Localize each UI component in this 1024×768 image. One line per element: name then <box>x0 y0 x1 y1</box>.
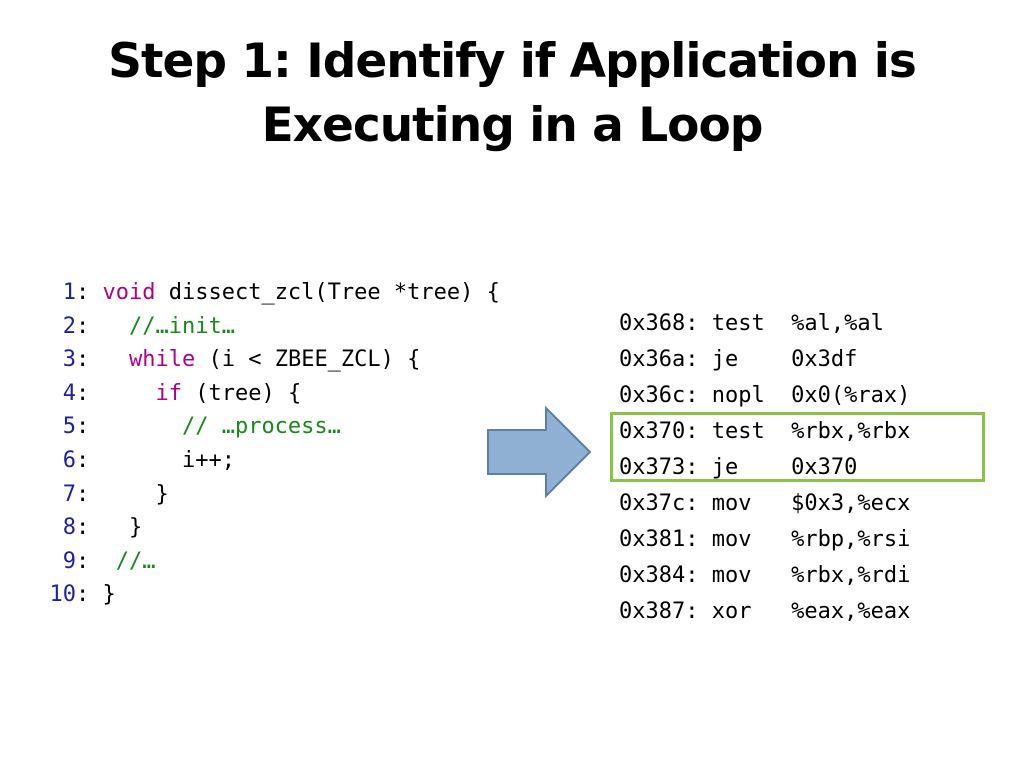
line-number: 4 <box>62 380 76 406</box>
line-number-separator: : <box>76 515 90 541</box>
line-number-separator: : <box>76 280 90 305</box>
loop-highlight-box <box>610 412 985 482</box>
assembly-listing: 0x368: test %al,%al 0x36a: je 0x3df 0x36c:… <box>619 306 910 630</box>
code-text <box>89 280 102 305</box>
code-line: 2: //…init… <box>40 310 500 344</box>
line-number: 3 <box>62 347 76 373</box>
code-text <box>89 549 116 574</box>
code-text: dissect_zcl(Tree *tree) { <box>155 280 500 305</box>
code-keyword: void <box>102 280 156 305</box>
code-text: } <box>89 481 169 507</box>
code-text <box>89 381 155 406</box>
line-number-separator: : <box>76 347 90 373</box>
code-line: 6: i++; <box>40 444 500 478</box>
right-arrow-icon <box>487 406 592 498</box>
line-number-separator: : <box>76 481 90 507</box>
code-keyword: while <box>129 347 196 373</box>
code-text <box>89 347 129 372</box>
line-number-separator: : <box>76 447 90 473</box>
line-number: 9 <box>62 548 76 574</box>
line-number-separator: : <box>76 313 90 339</box>
code-text: i++; <box>89 447 235 473</box>
code-comment: // …process… <box>181 414 341 440</box>
slide-title-line-1: Step 1: Identify if Application is <box>108 34 917 89</box>
code-text: (tree) { <box>181 380 302 406</box>
code-line: 9: //… <box>40 545 500 579</box>
code-text <box>89 414 182 439</box>
line-number-separator: : <box>76 548 90 574</box>
code-comment: //…init… <box>129 313 235 339</box>
code-line: 10: } <box>40 578 500 612</box>
line-number: 2 <box>62 313 76 339</box>
assembly-line: 0x36c: nopl 0x0(%rax) <box>619 383 911 408</box>
code-line: 3: while (i < ZBEE_ZCL) { <box>40 343 500 377</box>
code-text: (i < ZBEE_ZCL) { <box>195 347 421 373</box>
slide-title: Step 1: Identify if Application is Execu… <box>0 30 1024 158</box>
assembly-line: 0x370: test %rbx,%rbx <box>619 419 911 444</box>
assembly-line: 0x381: mov %rbp,%rsi <box>619 527 911 552</box>
code-line: 8: } <box>40 511 500 545</box>
code-text <box>89 314 129 339</box>
code-text: } <box>89 515 143 541</box>
code-line: 4: if (tree) { <box>40 377 500 411</box>
assembly-line: 0x387: xor %eax,%eax <box>619 599 911 624</box>
code-keyword: if <box>155 380 182 406</box>
line-number: 5 <box>62 414 76 440</box>
line-number: 10 <box>49 582 77 608</box>
assembly-line: 0x36a: je 0x3df <box>619 347 858 372</box>
line-number: 7 <box>62 481 76 507</box>
source-code-listing: 1: void dissect_zcl(Tree *tree) {2: //…i… <box>40 276 500 612</box>
line-number: 6 <box>62 447 76 473</box>
assembly-line: 0x373: je 0x370 <box>619 455 858 480</box>
assembly-line: 0x384: mov %rbx,%rdi <box>619 563 911 588</box>
code-comment: //… <box>115 548 156 574</box>
line-number-separator: : <box>76 414 90 440</box>
line-number: 8 <box>62 515 76 541</box>
line-number: 1 <box>62 280 76 305</box>
assembly-line: 0x368: test %al,%al <box>619 311 884 336</box>
line-number-separator: : <box>76 380 90 406</box>
line-number-separator: : <box>76 582 90 608</box>
code-line: 5: // …process… <box>40 410 500 444</box>
code-line: 1: void dissect_zcl(Tree *tree) { <box>40 276 500 310</box>
slide-title-line-2: Executing in a Loop <box>261 98 764 153</box>
code-text: } <box>89 582 116 608</box>
assembly-line: 0x37c: mov $0x3,%ecx <box>619 491 911 516</box>
code-line: 7: } <box>40 478 500 512</box>
